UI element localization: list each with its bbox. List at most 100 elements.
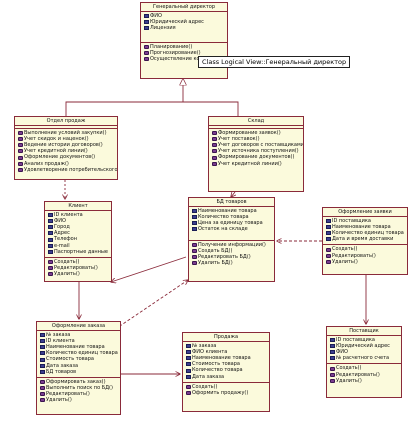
attribute-row[interactable]: Цена за единицу товара: [192, 220, 272, 226]
attribute-row[interactable]: Город: [48, 224, 109, 230]
attribute-label: Наименование товара: [192, 355, 251, 362]
operation-row[interactable]: Ведение истории договоров(): [18, 142, 115, 148]
operation-row[interactable]: Выполнить поиск по БД(): [40, 385, 118, 391]
operation-label: Ведение истории договоров(): [24, 142, 103, 149]
attribute-label: Юридический адрес: [150, 19, 204, 26]
operation-row[interactable]: Редактировать БД(): [192, 254, 272, 260]
attribute-row[interactable]: Наименование товара: [186, 355, 267, 361]
operation-row[interactable]: Планирование(): [144, 44, 225, 50]
attribute-row[interactable]: Дата заказа: [186, 374, 267, 380]
attribute-row[interactable]: Юридический адрес: [144, 19, 225, 25]
operation-row[interactable]: Редактировать(): [40, 391, 118, 397]
attribute-row[interactable]: ФИО клиента: [186, 349, 267, 355]
attribute-row[interactable]: БД товаров: [40, 369, 118, 375]
operation-row[interactable]: Редактировать(): [330, 372, 399, 378]
operation-row[interactable]: Создать(): [48, 259, 109, 265]
attribute-icon: [40, 351, 45, 356]
attribute-row[interactable]: Дата заказа: [40, 363, 118, 369]
attribute-label: ФИО: [150, 13, 162, 20]
operation-row[interactable]: Получение информации(): [192, 242, 272, 248]
attribute-row[interactable]: Стоимость товара: [40, 356, 118, 362]
class-sales[interactable]: Отдел продаж Выполнение условий закупки(…: [14, 116, 118, 180]
attribute-row[interactable]: Адрес: [48, 230, 109, 236]
operation-row[interactable]: Создать(): [330, 365, 399, 371]
operation-row[interactable]: Создать(): [186, 384, 267, 390]
operation-row[interactable]: Удалить(): [48, 271, 109, 277]
attribute-row[interactable]: Наименование товара: [40, 344, 118, 350]
operation-row[interactable]: Учет скидок и наценок(): [18, 136, 115, 142]
attribute-row[interactable]: Остаток на складе: [192, 226, 272, 232]
attribute-icon: [326, 225, 331, 230]
operation-row[interactable]: Редактировать(): [326, 253, 405, 259]
attribute-row[interactable]: № заказа: [40, 332, 118, 338]
operation-icon: [330, 366, 335, 371]
operation-row[interactable]: Осуществление ко: [144, 56, 225, 62]
attribute-row[interactable]: ID клиента: [48, 212, 109, 218]
operation-label: Оформировать заказ(): [46, 378, 106, 385]
operation-row[interactable]: Учет кредитной линии(): [18, 148, 115, 154]
attribute-label: Город: [54, 224, 70, 231]
attribute-row[interactable]: e-mail: [48, 243, 109, 249]
attribute-row[interactable]: № заказа: [186, 343, 267, 349]
operation-row[interactable]: Формирование заявок(): [212, 130, 301, 136]
operation-row[interactable]: Удовлетворение потребительского спроса(): [18, 167, 117, 173]
operation-row[interactable]: Создать БД(): [192, 248, 272, 254]
attribute-label: Дата заказа: [46, 362, 79, 369]
operation-label: Формирование документов(): [218, 154, 295, 161]
attribute-row[interactable]: Юридический адрес: [330, 343, 399, 349]
operation-row[interactable]: Формирование документов(): [212, 154, 301, 160]
attribute-row[interactable]: ФИО: [330, 349, 399, 355]
attribute-icon: [326, 237, 331, 242]
attribute-row[interactable]: ID поставщика: [330, 337, 399, 343]
attribute-row[interactable]: Паспортные данные: [48, 249, 109, 255]
operation-row[interactable]: Анализ продаж(): [18, 161, 115, 167]
attribute-label: Остаток на складе: [198, 226, 248, 233]
attribute-row[interactable]: Наименование товара: [326, 224, 405, 230]
class-warehouse[interactable]: Склад Формирование заявок()Учет поставок…: [208, 116, 304, 192]
operation-row[interactable]: Оформить продажу(): [186, 390, 267, 396]
attribute-row[interactable]: Дата и время доставки: [326, 236, 405, 242]
operation-row[interactable]: Удалить(): [326, 259, 405, 265]
attribute-row[interactable]: Лицензия: [144, 25, 225, 31]
attribute-row[interactable]: Наименование товара: [192, 208, 272, 214]
operation-row[interactable]: Учет кредитной линии(): [212, 161, 301, 167]
attribute-row[interactable]: ID клиента: [40, 338, 118, 344]
attribute-row[interactable]: ФИО: [48, 218, 109, 224]
attribute-label: Стоимость товара: [46, 356, 94, 363]
attribute-row[interactable]: ФИО: [144, 13, 225, 19]
attribute-row[interactable]: Телефон: [48, 236, 109, 242]
attribute-icon: [144, 14, 149, 19]
operation-row[interactable]: Выполнение условий закупки(): [18, 130, 115, 136]
operation-row[interactable]: Удалить(): [40, 397, 118, 403]
operation-row[interactable]: Редактировать(): [48, 265, 109, 271]
attribute-label: № расчетного счета: [336, 355, 390, 362]
operation-label: Получение информации(): [198, 242, 266, 249]
operation-row[interactable]: Удалить(): [330, 378, 399, 384]
attribute-row[interactable]: Количество единиц товара: [326, 230, 405, 236]
operation-label: Оформление документов(): [24, 154, 96, 161]
attribute-row[interactable]: Количество товара: [186, 367, 267, 373]
operation-row[interactable]: Учет поставок(): [212, 136, 301, 142]
operation-row[interactable]: Учет договоров с поставщиками(): [212, 142, 303, 148]
operation-row[interactable]: Создать(): [326, 246, 405, 252]
operation-row[interactable]: Прогнозирование(): [144, 50, 225, 56]
operation-row[interactable]: Оформировать заказ(): [40, 379, 118, 385]
attribute-label: Паспортные данные: [54, 248, 108, 255]
operation-row[interactable]: Удалить БД(): [192, 260, 272, 266]
operation-row[interactable]: Оформление документов(): [18, 154, 115, 160]
attribute-label: ID поставщика: [336, 337, 375, 344]
attribute-row[interactable]: № расчетного счета: [330, 355, 399, 361]
attribute-row[interactable]: ID поставщика: [326, 218, 405, 224]
attribute-row[interactable]: Количество товара: [192, 214, 272, 220]
attribute-row[interactable]: Стоимость товара: [186, 361, 267, 367]
operation-row[interactable]: Учет источника поступления(): [212, 148, 301, 154]
attribute-label: ФИО клиента: [192, 349, 228, 356]
attribute-row[interactable]: Количество единиц товара: [40, 350, 118, 356]
